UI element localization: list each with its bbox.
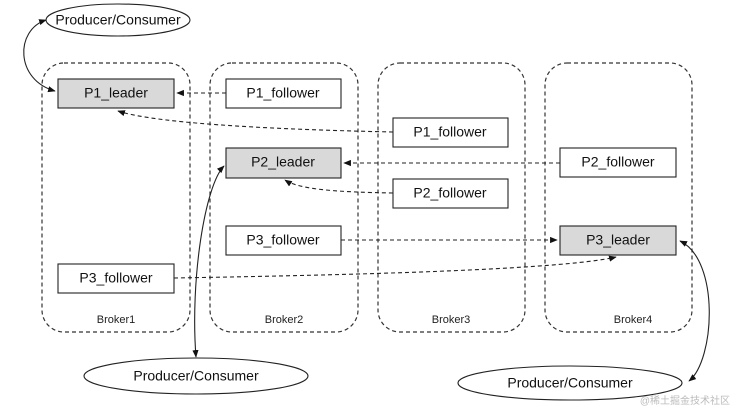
broker-1: [41, 62, 191, 333]
client-ellipse: [45, 3, 191, 37]
broker-4-label: Broker4: [614, 314, 653, 326]
client-arrow: [23, 19, 56, 93]
p1-follower-box: [392, 117, 509, 148]
p2-follower-box: [559, 147, 677, 178]
p3-follower-label: P3_follower: [79, 270, 152, 286]
p1-leader-box: [57, 78, 175, 109]
p3-follower-box: [225, 225, 342, 256]
client-ellipse: [457, 365, 683, 401]
p1-follower-label: P1_follower: [413, 124, 486, 140]
p3-follower-label: P3_follower: [246, 232, 319, 248]
client-ellipse: [83, 357, 309, 395]
watermark: @稀土掘金技术社区: [640, 394, 730, 407]
p2-follower-label: P2_follower: [413, 185, 486, 201]
client-label: Producer/Consumer: [55, 12, 181, 28]
client-label: Producer/Consumer: [507, 375, 633, 391]
broker-1-label: Broker1: [97, 314, 136, 326]
replication-arrow: [284, 179, 394, 194]
replication-arrow: [173, 255, 617, 279]
broker-3-label: Broker3: [432, 314, 471, 326]
broker-2-label: Broker2: [265, 314, 304, 326]
client-arrow: [192, 165, 225, 358]
p3-leader-box: [559, 225, 677, 256]
broker-2: [209, 62, 359, 333]
p1-leader-label: P1_leader: [84, 85, 148, 101]
p2-follower-label: P2_follower: [581, 154, 654, 170]
p3-leader-label: P3_leader: [586, 232, 650, 248]
broker-3: [377, 62, 526, 333]
client-arrow: [679, 240, 710, 382]
p2-follower-box: [392, 178, 509, 209]
p2-leader-label: P2_leader: [251, 154, 315, 170]
broker-4: [544, 62, 693, 333]
replication-arrow: [117, 110, 394, 133]
p1-follower-label: P1_follower: [246, 85, 319, 101]
p3-follower-box: [57, 263, 175, 294]
p2-leader-box: [225, 147, 342, 179]
p1-follower-box: [225, 78, 342, 109]
client-label: Producer/Consumer: [133, 368, 259, 384]
